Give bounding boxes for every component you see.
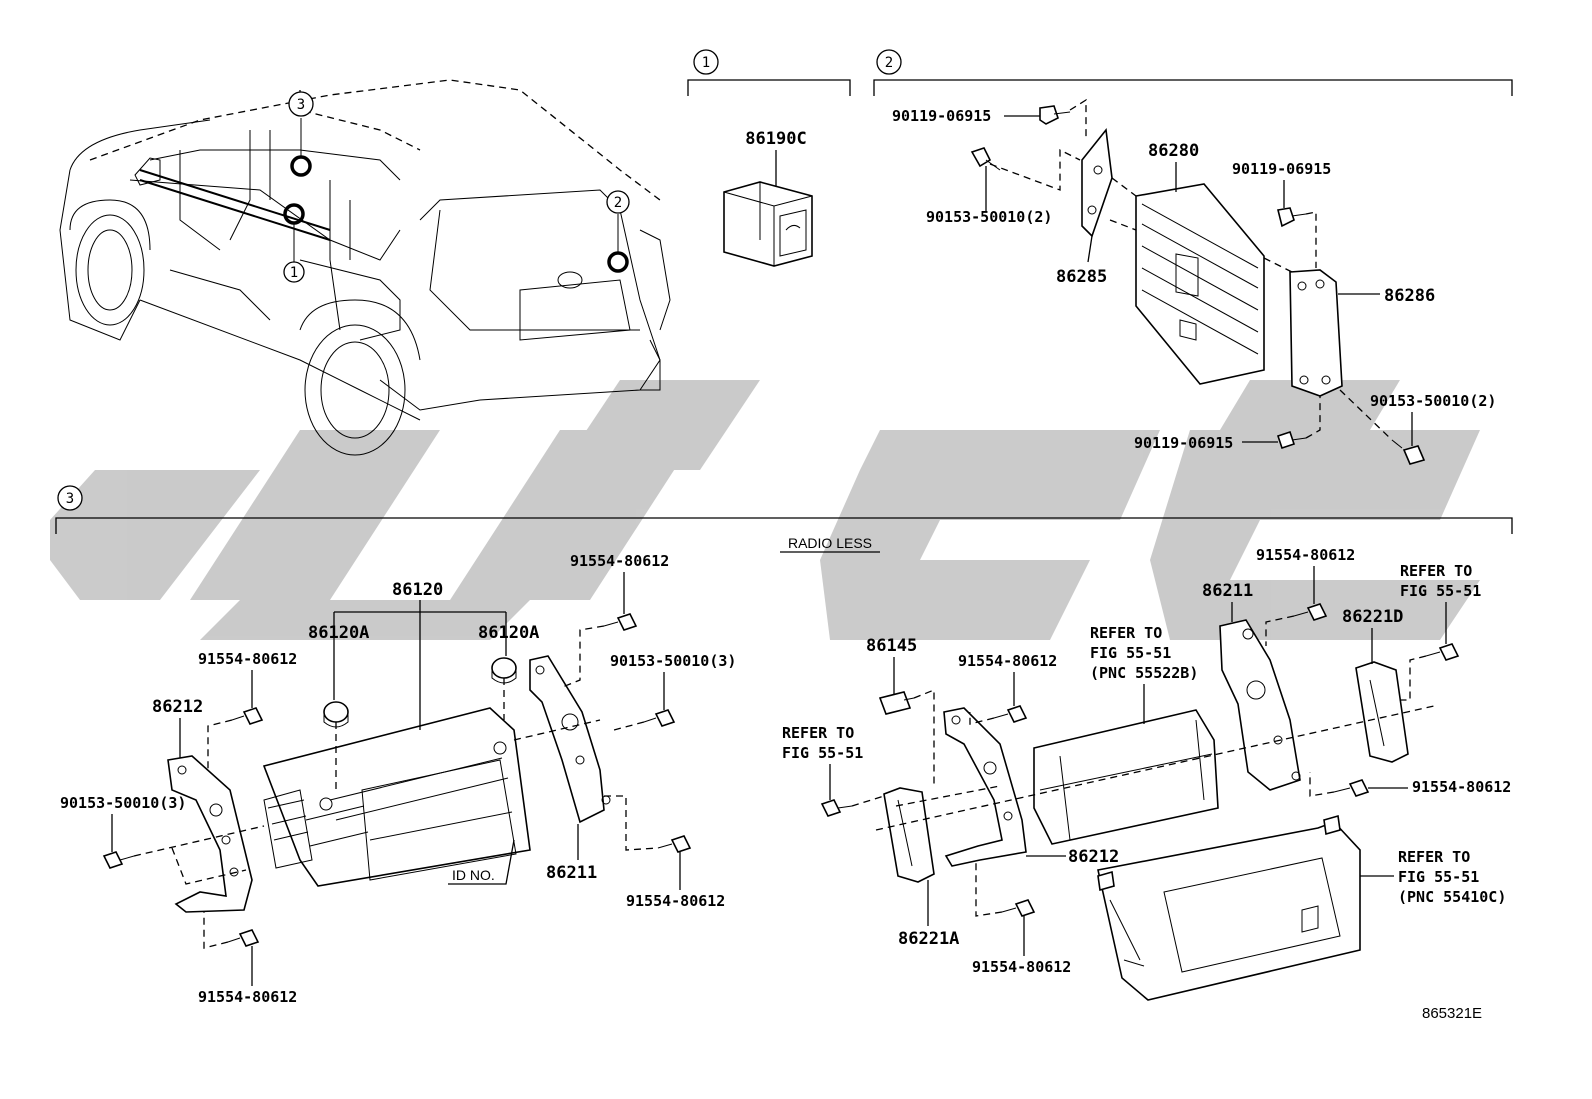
- ref-fig-55-51-d-line2: FIG 55-51: [1398, 868, 1479, 886]
- part-label-90119-06915-right: 90119-06915: [1232, 160, 1331, 178]
- ref-fig-55-51-b-line1: REFER TO: [1090, 624, 1162, 642]
- part-label-86221d: 86221D: [1342, 607, 1403, 627]
- section-3-number: 3: [66, 491, 74, 507]
- part-label-86120a-right: 86120A: [478, 623, 539, 643]
- radio-less-heading: RADIO LESS: [788, 535, 872, 551]
- part-label-90153-50010-l1: 90153-50010(3): [60, 794, 186, 812]
- section-1-marker: 1: [693, 49, 719, 75]
- radio-receiver-86120: [262, 707, 531, 887]
- bolt-90119-06915-bottom: [1276, 430, 1307, 450]
- part-label-91554-80612-r1: 91554-80612: [958, 652, 1057, 670]
- figure-id: 865321E: [1422, 1005, 1482, 1022]
- part-label-86120: 86120: [392, 580, 443, 600]
- vehicle-callout-1-number: 1: [290, 265, 298, 281]
- part-label-91554-80612-r4: 91554-80612: [972, 958, 1071, 976]
- ref-fig-55-51-c-line1: REFER TO: [1400, 562, 1472, 580]
- vehicle-callout-1: 1: [283, 261, 305, 283]
- vehicle-callout-2-number: 2: [614, 195, 622, 211]
- bracket-86221a: [883, 787, 935, 883]
- bracket-86285: [1081, 128, 1113, 238]
- part-label-90153-50010-left: 90153-50010(2): [926, 208, 1052, 226]
- id-no-label: ID NO.: [452, 867, 495, 883]
- part-label-91554-80612-r2: 91554-80612: [1256, 546, 1355, 564]
- bolt-90153-50010-right: [1391, 439, 1426, 465]
- watermark-logo: [50, 380, 1480, 640]
- part-label-90153-50010-right: 90153-50010(2): [1370, 392, 1496, 410]
- part-label-86120a-left: 86120A: [308, 623, 369, 643]
- part-label-86190c: 86190C: [745, 129, 806, 149]
- part-label-91554-80612-r3: 91554-80612: [1412, 778, 1511, 796]
- ref-fig-55-51-d-line1: REFER TO: [1398, 848, 1470, 866]
- part-label-86221a: 86221A: [898, 929, 959, 949]
- vehicle-callout-3: 3: [288, 91, 314, 117]
- bracket-86221d: [1355, 661, 1409, 763]
- part-label-91554-80612-l2: 91554-80612: [198, 988, 297, 1006]
- part-label-86211-left: 86211: [546, 863, 597, 883]
- part-label-86212-right: 86212: [1068, 847, 1119, 867]
- screws-left: [102, 613, 692, 947]
- display-panel-55410c: [1097, 814, 1361, 1001]
- section-2-marker: 2: [876, 49, 902, 75]
- part-label-91554-80612-l1: 91554-80612: [198, 650, 297, 668]
- ref-fig-55-51-b-line3: (PNC 55522B): [1090, 664, 1198, 682]
- bracket-86211-right: [1219, 619, 1301, 791]
- display-unit-assembly: [1033, 709, 1219, 845]
- ref-fig-55-51-c-line2: FIG 55-51: [1400, 582, 1481, 600]
- bolt-90119-06915-top: [1039, 105, 1071, 125]
- part-label-90119-06915-bottom: 90119-06915: [1134, 434, 1233, 452]
- ref-fig-55-51-b-line2: FIG 55-51: [1090, 644, 1171, 662]
- vehicle-illustration: [59, 79, 671, 456]
- screws-right: [820, 603, 1460, 917]
- amplifier-86280: [1135, 183, 1265, 385]
- part-label-86280: 86280: [1148, 141, 1199, 161]
- part-label-90119-06915-top: 90119-06915: [892, 107, 991, 125]
- section-1-number: 1: [702, 55, 710, 71]
- bolt-90119-06915-right: [1277, 207, 1307, 228]
- part-label-86211-right: 86211: [1202, 581, 1253, 601]
- section-2-number: 2: [885, 55, 893, 71]
- section-brackets: [55, 79, 1513, 534]
- ref-fig-55-51-d-line3: (PNC 55410C): [1398, 888, 1506, 906]
- bracket-86212-right: [943, 707, 1027, 867]
- bracket-86212-left: [167, 755, 253, 913]
- part-label-90153-50010-l2: 90153-50010(3): [610, 652, 736, 670]
- part-label-86285: 86285: [1056, 267, 1107, 287]
- section-3-marker: 3: [57, 485, 83, 511]
- part-label-86286: 86286: [1384, 286, 1435, 306]
- connector-86145: [878, 691, 915, 715]
- part-label-91554-80612-l4: 91554-80612: [626, 892, 725, 910]
- part-86190c-switch: [723, 181, 813, 267]
- vehicle-callout-2: 2: [606, 190, 630, 214]
- ref-fig-55-51-a-line1: REFER TO: [782, 724, 854, 742]
- part-label-91554-80612-l3: 91554-80612: [570, 552, 669, 570]
- vehicle-callout-3-number: 3: [297, 97, 305, 113]
- part-label-86212-left: 86212: [152, 697, 203, 717]
- bracket-86211-left: [529, 655, 611, 824]
- bracket-86286: [1289, 269, 1343, 397]
- part-label-86145: 86145: [866, 636, 917, 656]
- ref-fig-55-51-a-line2: FIG 55-51: [782, 744, 863, 762]
